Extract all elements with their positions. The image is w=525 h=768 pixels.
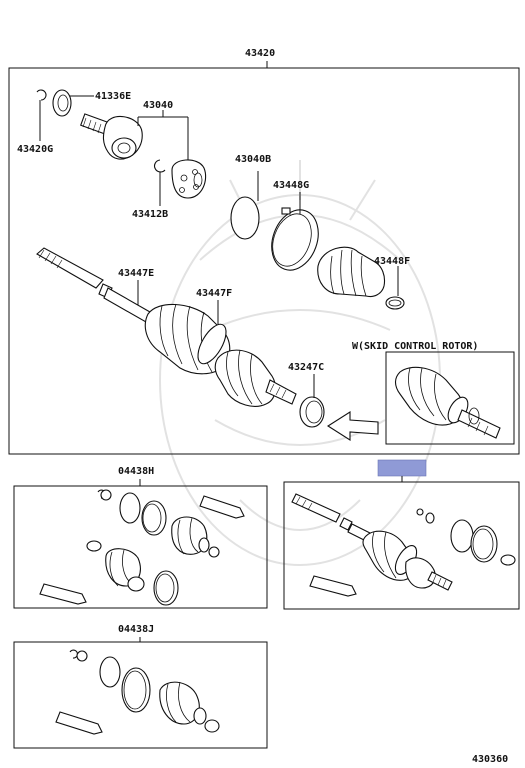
label-kit-04438J: 04438J — [118, 624, 154, 635]
rotor-43247C — [299, 396, 325, 428]
label-kit-04438H: 04438H — [118, 466, 154, 477]
highlight-marker — [377, 459, 427, 477]
kit2-parts — [55, 649, 220, 735]
kit-highlight-frame — [283, 481, 520, 610]
snap-ring-43412B — [154, 159, 166, 173]
label-43412B: 43412B — [132, 209, 168, 220]
label-43447F: 43447F — [196, 288, 232, 299]
boot-upper — [317, 246, 386, 298]
arrow-to-skid-detail — [326, 410, 379, 442]
label-41336E: 41336E — [95, 91, 131, 102]
clamp-43040B — [230, 196, 260, 240]
snap-ring-43420G — [36, 89, 47, 101]
outer-joint-43040 — [80, 113, 143, 160]
kit1-frame — [13, 485, 268, 609]
boot-band-43448G — [271, 207, 319, 271]
label-skid-control-rotor: W(SKID CONTROL ROTOR) — [352, 341, 478, 352]
main-assembly-frame — [8, 67, 520, 455]
drive-shaft-assembly — [36, 247, 297, 407]
skid-detail-joint — [394, 366, 501, 439]
figure-number: 430360 — [472, 754, 508, 765]
label-43447E: 43447E — [118, 268, 154, 279]
label-43040B: 43040B — [235, 154, 271, 165]
cage-43040 — [171, 159, 207, 199]
clamp-43448F — [385, 296, 405, 310]
kit-highlight-parts — [291, 493, 516, 597]
seal-41336E — [52, 89, 72, 117]
label-43448F: 43448F — [374, 256, 410, 267]
label-43040: 43040 — [143, 100, 173, 111]
label-43448G: 43448G — [273, 180, 309, 191]
kit2-frame — [13, 641, 268, 749]
label-43420G: 43420G — [17, 144, 53, 155]
kit1-parts — [39, 489, 245, 606]
assembly-label: 43420 — [245, 48, 275, 59]
label-43247C: 43247C — [288, 362, 324, 373]
skid-detail-frame — [385, 351, 515, 445]
